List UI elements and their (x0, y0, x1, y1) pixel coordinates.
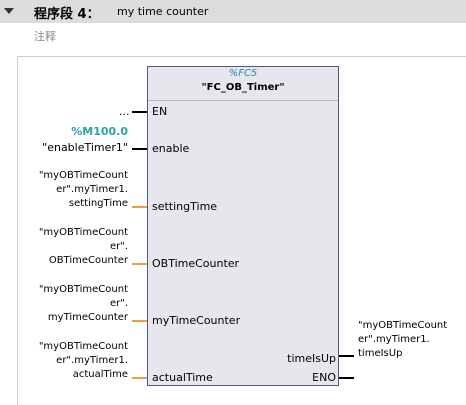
obtc-line3[interactable]: OBTimeCounter (48, 255, 128, 266)
mytc-line1[interactable]: "myOBTimeCount (38, 284, 128, 295)
pin-en: EN (152, 105, 168, 118)
actual-wire (132, 377, 147, 379)
setting-line2[interactable]: er".myTimer1. (56, 184, 128, 195)
network-area (17, 56, 466, 405)
pin-time-is-up: timeIsUp (287, 352, 336, 365)
enable-tag[interactable]: "enableTimer1" (42, 141, 128, 154)
pin-enable: enable (152, 142, 190, 155)
segment-comment[interactable]: 注释 (34, 30, 56, 43)
eno-wire (339, 377, 354, 379)
timeup-line3[interactable]: timeIsUp (358, 348, 403, 359)
pin-actual-time: actualTime (152, 371, 213, 384)
timeisup-wire (339, 355, 354, 357)
segment-label: 程序段 4： (34, 7, 100, 22)
actual-line1[interactable]: "myOBTimeCount (38, 341, 128, 352)
actual-line2[interactable]: er".myTimer1. (56, 355, 128, 366)
pin-my-time-counter: myTimeCounter (152, 314, 241, 327)
pin-eno: ENO (312, 371, 336, 384)
setting-wire (132, 206, 147, 208)
actual-line3[interactable]: actualTime (72, 369, 128, 380)
enable-wire (132, 148, 147, 150)
mytc-wire (132, 320, 147, 322)
enable-address[interactable]: %M100.0 (71, 125, 128, 138)
segment-title[interactable]: my time counter (117, 5, 209, 18)
obtc-line2[interactable]: er". (109, 241, 128, 252)
en-wire (132, 111, 147, 113)
block-header: %FC5 "FC_OB_Timer" (148, 67, 338, 101)
obtc-line1[interactable]: "myOBTimeCount (38, 227, 128, 238)
pin-setting-time: settingTime (152, 200, 218, 213)
segment-header[interactable]: 程序段 4： my time counter (0, 0, 466, 23)
timeup-line2[interactable]: er".myTimer1. (358, 334, 430, 345)
pin-ob-time-counter: OBTimeCounter (152, 257, 240, 270)
mytc-line2[interactable]: er". (109, 298, 128, 309)
setting-line1[interactable]: "myOBTimeCount (38, 170, 128, 181)
en-operand[interactable]: ... (119, 105, 130, 118)
collapse-triangle-icon[interactable] (4, 8, 14, 14)
function-block[interactable]: %FC5 "FC_OB_Timer" (147, 66, 339, 386)
obtc-wire (132, 263, 147, 265)
timeup-line1[interactable]: "myOBTimeCount (358, 320, 448, 331)
block-number: %FC5 (228, 68, 258, 79)
block-name: "FC_OB_Timer" (201, 82, 285, 93)
setting-line3[interactable]: settingTime (68, 198, 128, 209)
mytc-line3[interactable]: myTimeCounter (47, 312, 128, 323)
